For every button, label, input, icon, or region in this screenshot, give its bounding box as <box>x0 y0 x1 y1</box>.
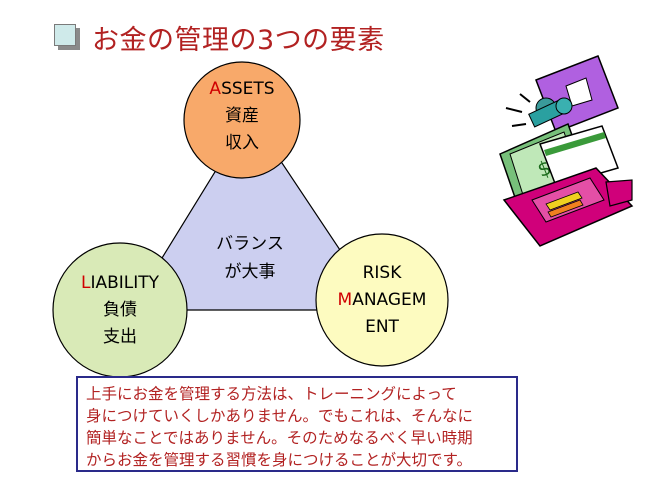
assets-rest: SSETS <box>221 79 275 99</box>
page-title: お金の管理の3つの要素 <box>92 25 385 56</box>
note-line-2: 身につけていくしかありません。でもこれは、そんなに <box>86 407 474 425</box>
note-line-4: からお金を管理する習慣を身につけることが大切です。 <box>86 451 472 469</box>
liability-rest: IABILITY <box>90 273 160 293</box>
assets-circle <box>183 61 301 179</box>
risk-line1: RISK <box>362 263 402 283</box>
magenta-wallet-icon <box>502 167 634 247</box>
liability-label: LIABILITY 負債 支出 <box>62 270 178 351</box>
balance-line2: が大事 <box>224 262 276 282</box>
assets-label: ASSETS 資産 収入 <box>192 76 292 157</box>
note-line-3: 簡単なことではありません。そのためなるべく早い時期 <box>86 429 473 447</box>
liability-jp: 負債 <box>103 300 137 320</box>
assets-initial: A <box>209 79 222 99</box>
title-bullet <box>54 24 80 50</box>
risk-initial: M <box>337 290 353 310</box>
balance-line1: バランス <box>216 234 284 254</box>
income-jp: 収入 <box>225 133 259 153</box>
note-line-1: 上手にお金を管理する方法は、トレーニングによって <box>86 385 457 403</box>
risk-rest: ANAGEM <box>352 290 427 310</box>
liability-initial: L <box>80 273 91 293</box>
money-wallet-cards-clipart: $ <box>499 55 634 247</box>
risk-label: RISK MANAGEM ENT <box>322 260 442 341</box>
assets-jp: 資産 <box>225 106 259 126</box>
risk-line3: ENT <box>365 317 399 337</box>
balance-triangle <box>128 113 382 311</box>
motion-lines-icon <box>505 93 531 127</box>
expense-jp: 支出 <box>103 327 137 347</box>
center-label: バランス が大事 <box>195 230 305 286</box>
risk-circle <box>315 233 449 367</box>
teal-key-icon <box>528 97 573 128</box>
note-box: 上手にお金を管理する方法は、トレーニングによって 身につけていくしかありません。… <box>76 376 518 472</box>
